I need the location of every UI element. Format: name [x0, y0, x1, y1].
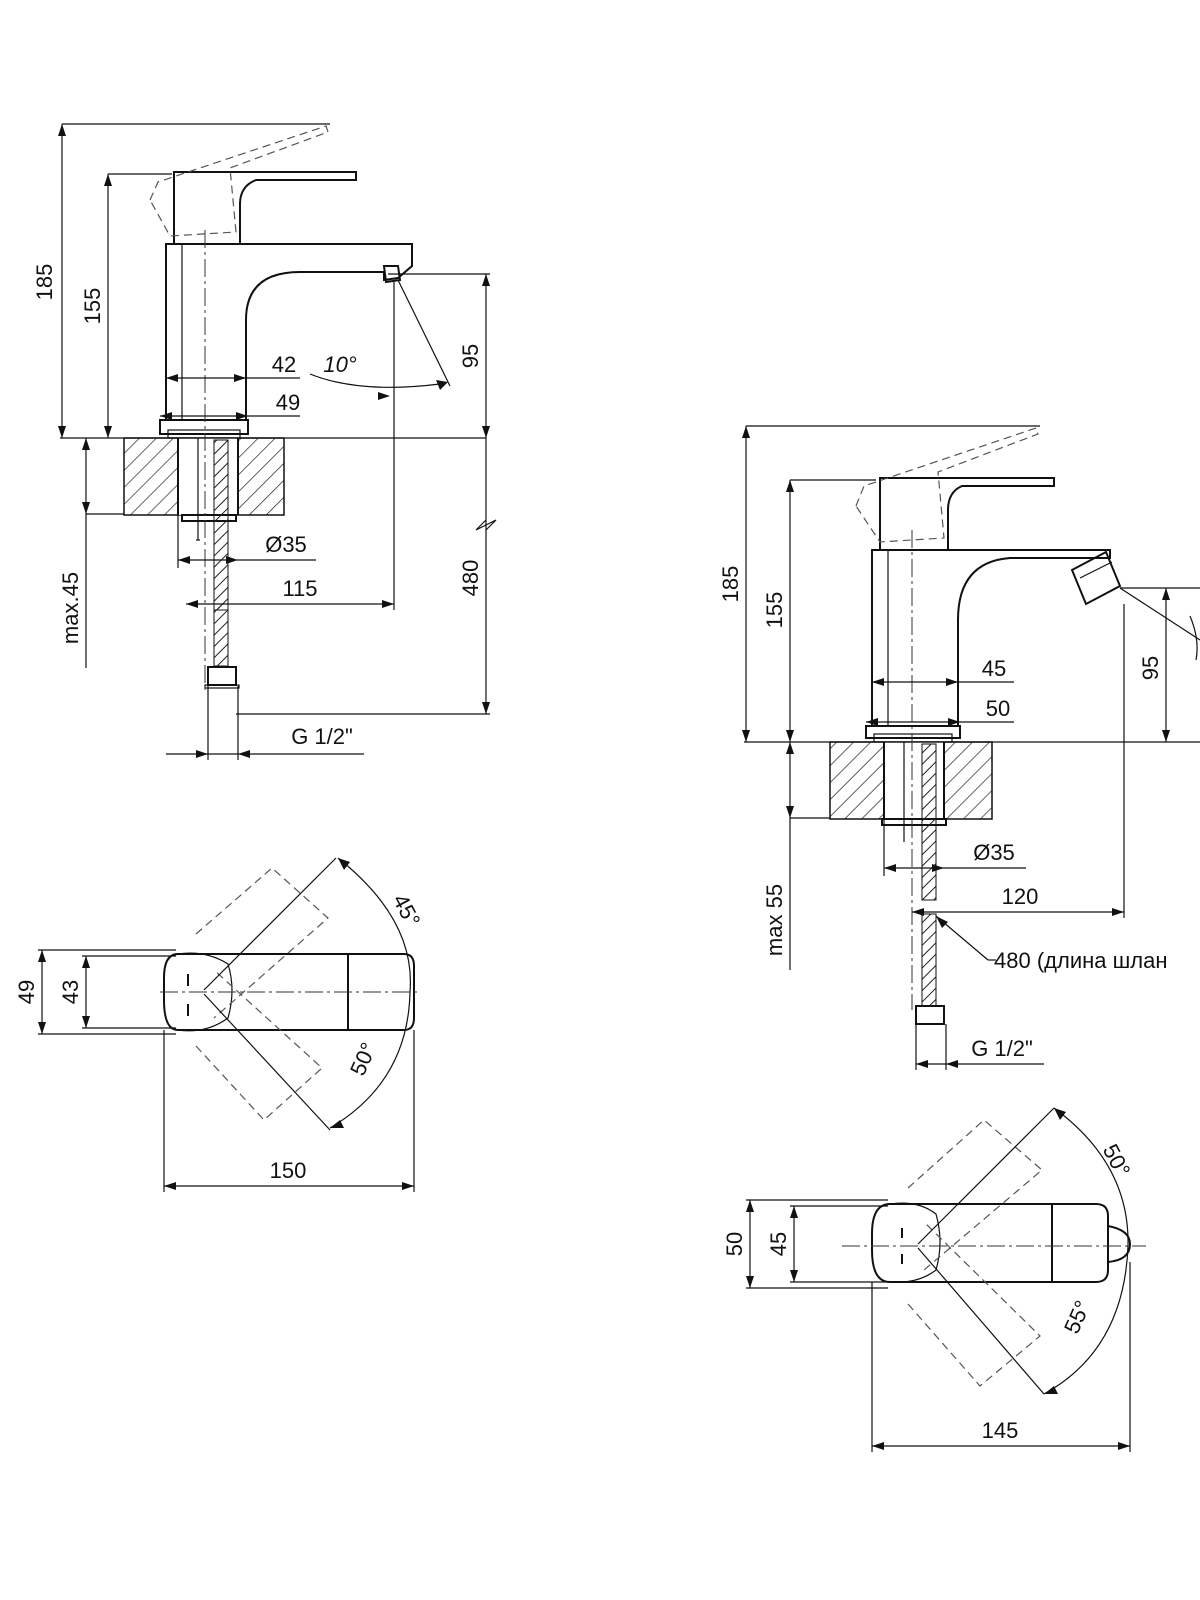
bidet-hose-upper [921, 743, 937, 901]
basin-top-arc-50 [329, 991, 411, 1129]
basin-max-thickness-label: max.45 [58, 572, 83, 644]
bidet-side-view: 185 155 95 45 50 Ø35 120 [718, 425, 1200, 1070]
bidet-top-width-inner-label: 45 [766, 1232, 791, 1256]
basin-lever [173, 171, 357, 245]
basin-mixer-body [165, 243, 413, 421]
basin-body-dia-b-label: 49 [276, 390, 300, 415]
basin-spout-height-label: 95 [458, 344, 483, 368]
bidet-aerator [1070, 550, 1122, 606]
basin-hose-lower [213, 603, 229, 667]
bidet-reach-label: 120 [1002, 884, 1039, 909]
basin-hose-nut [207, 666, 237, 686]
bidet-top-lever-alt-b [907, 1221, 1041, 1387]
basin-top-length-label: 150 [270, 1158, 307, 1183]
bidet-connection-label: G 1/2" [971, 1036, 1033, 1061]
bidet-lever [879, 477, 1055, 551]
basin-top-angle-a-label: 45° [388, 890, 426, 931]
bidet-top-view: 50° 55° 50 45 145 [722, 1107, 1146, 1452]
basin-mount-dia-label: Ø35 [265, 532, 307, 557]
basin-height-lever-label: 155 [80, 288, 105, 325]
bidet-mount-dia-label: Ø35 [973, 840, 1015, 865]
bidet-top-aerator [1107, 1225, 1132, 1263]
bidet-hose-lower [921, 913, 937, 1007]
bidet-max-thickness-label: max 55 [762, 884, 787, 956]
bidet-body-dia-b-label: 50 [986, 696, 1010, 721]
basin-tilt-angle-label: 10° [323, 352, 356, 377]
basin-top-lever-alt-b [195, 969, 323, 1121]
bidet-top-body [871, 1203, 1109, 1283]
bidet-top-arc-55 [1043, 1245, 1129, 1395]
basin-height-total-label: 185 [32, 264, 57, 301]
bidet-height-lever-label: 155 [762, 592, 787, 629]
basin-hose-length-label: 480 [458, 560, 483, 597]
bidet-height-total-label: 185 [718, 566, 743, 603]
bidet-top-length-label: 145 [982, 1418, 1019, 1443]
bidet-top-lever-alt-a [907, 1119, 1043, 1271]
basin-top-body [163, 953, 415, 1031]
bidet-top-width-outer-label: 50 [722, 1232, 747, 1256]
bidet-body-dia-a-label: 45 [982, 656, 1006, 681]
bidet-top-angle-a-label: 50° [1098, 1140, 1136, 1181]
basin-top-view: 45° 50° 49 43 150 [14, 857, 426, 1192]
bidet-spout-height-label: 95 [1138, 656, 1163, 680]
bidet-hose-nut [915, 1005, 945, 1025]
bidet-top-arc-50 [1053, 1107, 1129, 1247]
basin-top-angle-b-label: 50° [345, 1039, 381, 1080]
basin-top-width-inner-label: 43 [58, 980, 83, 1004]
basin-side-view: 185 155 95 10° 42 49 Ø35 [32, 123, 497, 760]
basin-connection-label: G 1/2" [291, 724, 353, 749]
basin-top-arc-45 [337, 857, 412, 993]
basin-angle-arc [309, 373, 441, 388]
bidet-hose-note-label: 480 (длина шлан [994, 948, 1167, 973]
basin-top-width-outer-label: 49 [14, 980, 39, 1004]
basin-hose-upper [213, 439, 229, 611]
basin-body-dia-a-label: 42 [272, 352, 296, 377]
bidet-top-angle-b-label: 55° [1059, 1297, 1095, 1338]
basin-top-lever-alt-a [195, 867, 329, 1019]
basin-reach-label: 115 [282, 576, 317, 601]
bidet-lever-alt [855, 427, 1039, 543]
